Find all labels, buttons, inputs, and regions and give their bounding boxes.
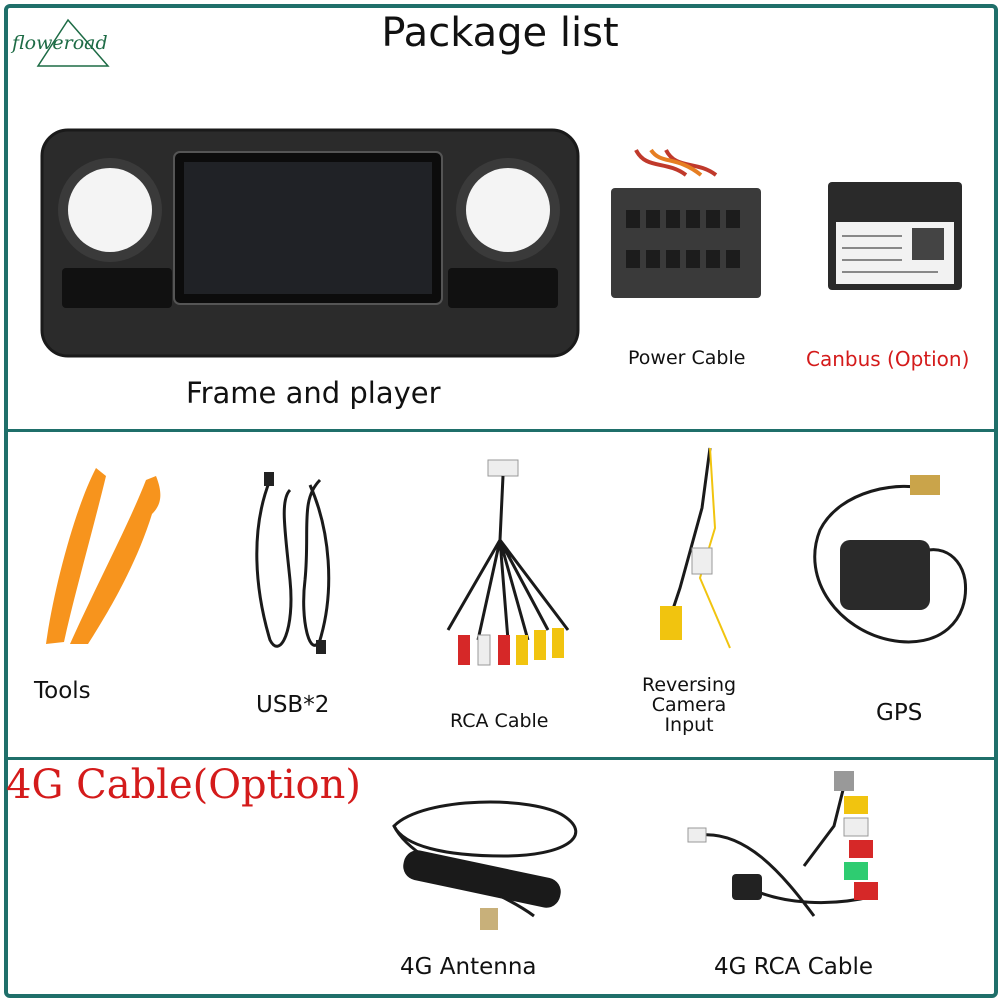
usb-cables-image [255,472,331,654]
logo-text: floweroad [12,32,108,54]
option-heading-4g-cable: 4G Cable(Option) [6,762,361,808]
label-reversing-line-1: Reversing [642,674,737,696]
label-reversing-line-2: Camera [651,694,727,716]
gps-antenna-image [813,475,968,644]
label-reversing-line-3: Input [664,714,714,736]
label-frame-and-player: Frame and player [186,376,441,410]
canbus-box-image [828,182,962,290]
label-power-cable: Power Cable [628,347,746,369]
page-title: Package list [381,10,619,56]
label-reversing-camera-input: Reversing Camera Input [642,675,736,735]
4g-rca-cable-image [687,771,878,917]
label-canbus-option: Canbus (Option) [806,347,970,371]
label-gps: GPS [876,700,923,726]
label-rca-cable: RCA Cable [450,710,549,732]
label-4g-rca-cable: 4G RCA Cable [714,954,874,980]
rca-cable-image [446,459,570,666]
label-usb: USB*2 [256,692,330,718]
pry-tools-image [46,468,161,644]
section-divider-1 [8,429,994,432]
4g-antenna-image [392,800,578,930]
frame-and-player-image [40,128,580,358]
label-tools: Tools [34,678,91,704]
logo-triangle-icon [36,18,110,67]
reversing-camera-cable-image [660,447,731,649]
power-cable-image [611,148,761,298]
section-divider-2 [8,757,994,760]
label-4g-antenna: 4G Antenna [400,954,537,980]
brand-logo: floweroad [8,18,118,68]
